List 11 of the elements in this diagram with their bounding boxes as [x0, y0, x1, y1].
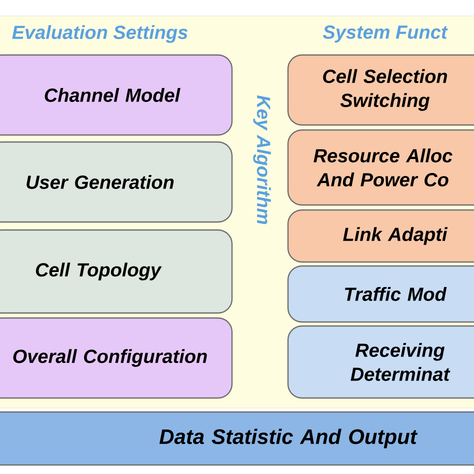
data-output-band: Data Statistic And Output	[0, 411, 474, 466]
module-box: Cell Selection Switching	[287, 54, 474, 126]
module-box: Traffic Mod	[287, 265, 474, 323]
module-box: Receiving Determinat	[287, 325, 474, 399]
module-box: User Generation	[0, 141, 233, 223]
module-box: Link Adapti	[287, 209, 474, 263]
module-box: Channel Model	[0, 54, 233, 136]
module-box: Cell Topology	[0, 229, 233, 314]
heading: Key Algorithm	[253, 95, 271, 224]
module-box: Overall Configuration	[0, 317, 233, 399]
module-box: Resource Alloc And Power Co	[287, 129, 474, 206]
